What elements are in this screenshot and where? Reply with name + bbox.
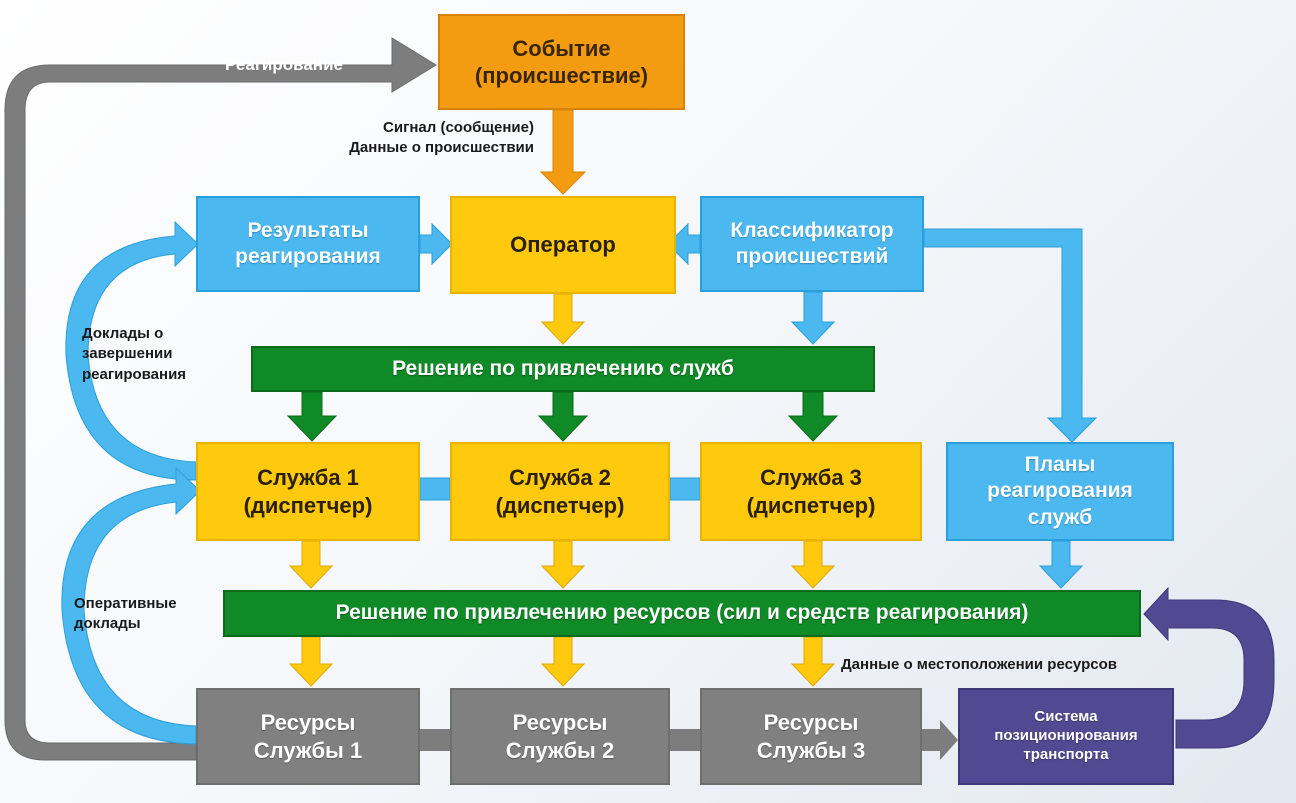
- service-link-1-2: [419, 477, 451, 501]
- resources3-to-positioning-arrow: [922, 720, 958, 760]
- response-label: Реагирование: [225, 55, 343, 74]
- service3-to-resources-decision-arrow: [790, 540, 836, 589]
- completion-reports-arrow: [65, 220, 199, 481]
- service1-to-resources-decision-arrow: [288, 540, 334, 589]
- event-box: Событие (происшествие): [438, 14, 685, 110]
- classifier-to-plans-arrow: [923, 228, 1098, 443]
- location-data-loop-arrow: [1143, 586, 1275, 749]
- classifier-to-operator-arrow: [667, 222, 701, 266]
- resource-link-1-2: [420, 729, 450, 751]
- service3-box: Служба 3 (диспетчер): [700, 442, 922, 541]
- decision-to-resources3-arrow: [790, 636, 836, 687]
- resources1-box: Ресурсы Службы 1: [196, 688, 420, 785]
- operator-to-decision-arrow: [540, 293, 586, 345]
- resources2-box: Ресурсы Службы 2: [450, 688, 670, 785]
- completion-reports-label: Доклады о завершении реагирования: [82, 325, 187, 383]
- service2-to-resources-decision-arrow: [540, 540, 586, 589]
- operator-box: Оператор: [450, 196, 676, 294]
- service1-box: Служба 1 (диспетчер): [196, 442, 420, 541]
- service2-box: Служба 2 (диспетчер): [450, 442, 670, 541]
- resource-link-2-3: [670, 729, 700, 751]
- service-link-2-3: [669, 477, 701, 501]
- decision-to-resources1-arrow: [288, 636, 334, 687]
- plans-box: Планы реагирования служб: [946, 442, 1174, 541]
- response-loop-arrow: [4, 37, 437, 761]
- results-box: Результаты реагирования: [196, 196, 420, 292]
- decision-services-bar: Решение по привлечению служб: [251, 346, 875, 392]
- event-to-operator-arrow: [539, 109, 587, 195]
- classifier-box: Классификатор происшествий: [700, 196, 924, 292]
- resources3-box: Ресурсы Службы 3: [700, 688, 922, 785]
- plans-to-resources-decision-arrow: [1038, 540, 1084, 589]
- decision-to-resources2-arrow: [540, 636, 586, 687]
- operational-reports-arrow: [61, 466, 201, 745]
- signal-label: Сигнал (сообщение) Данные о происшествии: [349, 119, 534, 157]
- classifier-to-decision-arrow: [790, 291, 836, 345]
- decision-to-service1-arrow: [286, 391, 338, 442]
- results-to-operator-arrow: [419, 222, 453, 266]
- decision-resources-bar: Решение по привлечению ресурсов (сил и с…: [223, 590, 1141, 637]
- positioning-box: Система позиционирования транспорта: [958, 688, 1174, 785]
- location-data-label: Данные о местоположении ресурсов: [841, 656, 1117, 673]
- decision-to-service2-arrow: [537, 391, 589, 442]
- operational-reports-label: Оперативные доклады: [74, 595, 177, 633]
- decision-to-service3-arrow: [787, 391, 839, 442]
